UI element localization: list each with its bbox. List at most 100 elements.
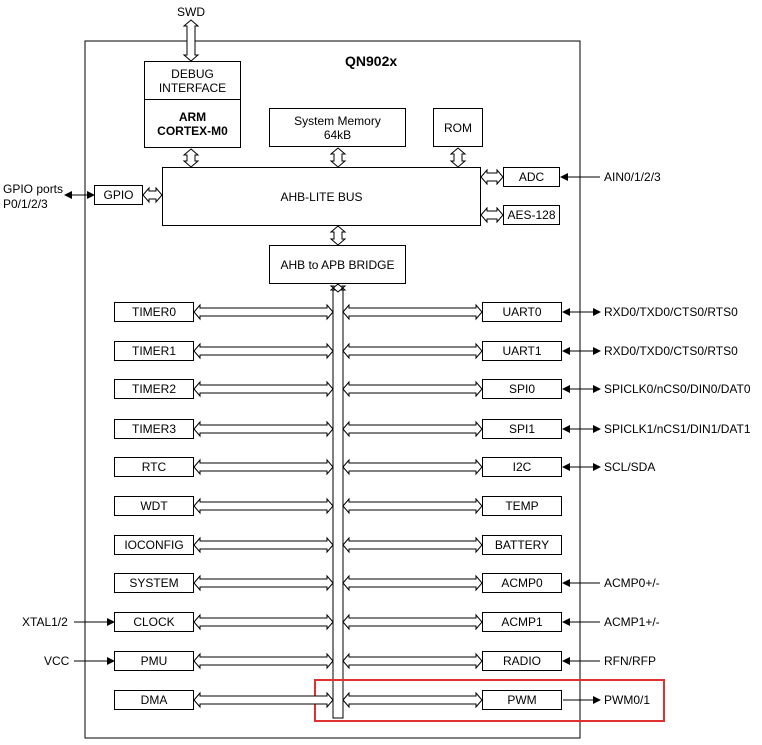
spi0-pins-label: SPICLK0/nCS0/DIN0/DAT0 (604, 382, 751, 396)
acmp1-apb-arrow (342, 613, 483, 631)
pmu-box: PMU (114, 651, 194, 671)
spi0-apb-arrow (342, 380, 483, 398)
vcc-label: VCC (44, 654, 70, 668)
battery-label: BATTERY (494, 538, 550, 552)
pwm-label: PWM (507, 693, 537, 707)
bus-bridge-arrow (329, 225, 347, 246)
radio-pins-label: RFN/RFP (604, 654, 656, 668)
temp-label: TEMP (505, 499, 539, 513)
battery-apb-arrow (342, 536, 483, 554)
bridge-apb-arrow (329, 283, 347, 293)
timer1-box: TIMER1 (114, 341, 194, 361)
debug-interface-box: DEBUG INTERFACE (144, 61, 241, 100)
system-memory-label-line2: 64kB (323, 127, 352, 142)
dma-apb-arrow (193, 691, 334, 709)
aes-box: AES-128 (503, 205, 560, 225)
acmp1-box: ACMP1 (482, 612, 562, 632)
timer0-box: TIMER0 (114, 302, 194, 322)
apb-bus-line (332, 289, 344, 719)
battery-box: BATTERY (482, 535, 562, 555)
gpio-ports-label-line1: GPIO ports (3, 182, 64, 196)
xtal-label: XTAL1/2 (22, 615, 68, 629)
ioconfig-box: IOCONFIG (114, 535, 194, 555)
i2c-apb-arrow (342, 458, 483, 476)
system-label: SYSTEM (129, 576, 179, 590)
spi0-label: SPI0 (508, 382, 535, 396)
adc-box: ADC (503, 167, 560, 187)
rom-box: ROM (433, 108, 483, 147)
ain-label: AIN0/1/2/3 (604, 170, 661, 184)
pwm-apb-arrow (342, 691, 483, 709)
pwm-pins-label: PWM0/1 (604, 693, 651, 707)
timer2-label: TIMER2 (131, 382, 176, 396)
cpu-label-line2: CORTEX-M0 (157, 123, 228, 138)
chip-title: QN902x (345, 53, 398, 69)
radio-box: RADIO (482, 651, 562, 671)
spi1-pins-label: SPICLK1/nCS1/DIN1/DAT1 (604, 422, 751, 436)
acmp1-pins-label: ACMP1+/- (604, 615, 660, 629)
i2c-label: I2C (512, 460, 532, 474)
memory-bus-arrow (329, 147, 347, 168)
gpio-ports-label-line2: P0/1/2/3 (3, 197, 48, 211)
debug-interface-label: DEBUG INTERFACE (158, 66, 227, 95)
rtc-label: RTC (141, 460, 167, 474)
acmp1-label: ACMP1 (501, 615, 543, 629)
system-apb-arrow (193, 574, 334, 592)
timer3-box: TIMER3 (114, 419, 194, 439)
ahb-bus-box: AHB-LITE BUS (162, 167, 481, 226)
acmp0-label: ACMP0 (501, 576, 543, 590)
i2c-pins-label: SCL/SDA (604, 460, 656, 474)
cpu-box: ARM CORTEX-M0 (144, 99, 241, 148)
radio-label: RADIO (502, 654, 541, 668)
adc-label: ADC (518, 170, 545, 184)
uart1-label: UART1 (502, 344, 542, 358)
timer2-box: TIMER2 (114, 379, 194, 399)
clock-box: CLOCK (114, 612, 194, 632)
system-memory-label-line1: System Memory (294, 113, 381, 128)
spi1-label: SPI1 (508, 422, 535, 436)
apb-bridge-label: AHB to APB BRIDGE (280, 257, 395, 272)
apb-bridge-box: AHB to APB BRIDGE (269, 245, 406, 284)
timer0-apb-arrow (193, 303, 334, 321)
gpio-box: GPIO (94, 185, 143, 205)
timer0-label: TIMER0 (131, 305, 176, 319)
timer1-label: TIMER1 (131, 344, 176, 358)
ioconfig-label: IOCONFIG (124, 538, 184, 552)
rom-bus-arrow (449, 147, 467, 168)
acmp0-box: ACMP0 (482, 573, 562, 593)
timer1-apb-arrow (193, 342, 334, 360)
pmu-apb-arrow (193, 652, 334, 670)
rom-label: ROM (444, 120, 472, 135)
temp-apb-arrow (342, 497, 483, 515)
cpu-label-line1: ARM (178, 109, 207, 124)
rtc-box: RTC (114, 457, 194, 477)
dma-box: DMA (114, 690, 194, 710)
system-memory-box: System Memory 64kB (269, 108, 406, 147)
rtc-apb-arrow (193, 458, 334, 476)
aes-label: AES-128 (507, 208, 556, 222)
acmp0-apb-arrow (342, 574, 483, 592)
gpio-label: GPIO (103, 188, 134, 202)
ahb-bus-label: AHB-LITE BUS (280, 189, 363, 204)
spi1-apb-arrow (342, 420, 483, 438)
aes-bus-arrow (480, 206, 504, 224)
uart0-box: UART0 (482, 302, 562, 322)
timer3-label: TIMER3 (131, 422, 176, 436)
timer3-apb-arrow (193, 420, 334, 438)
uart0-apb-arrow (342, 303, 483, 321)
wdt-apb-arrow (193, 497, 334, 515)
cpu-bus-arrow (182, 148, 200, 168)
pmu-label: PMU (140, 654, 168, 668)
wdt-label: WDT (140, 499, 168, 513)
pwm-box: PWM (482, 690, 562, 710)
uart1-pins-label: RXD0/TXD0/CTS0/RTS0 (604, 344, 738, 358)
gpio-bus-arrow (142, 186, 163, 204)
wdt-box: WDT (114, 496, 194, 516)
timer2-apb-arrow (193, 380, 334, 398)
system-box: SYSTEM (114, 573, 194, 593)
radio-apb-arrow (342, 652, 483, 670)
uart1-apb-arrow (342, 342, 483, 360)
clock-apb-arrow (193, 613, 334, 631)
swd-label: SWD (177, 5, 205, 19)
spi1-box: SPI1 (482, 419, 562, 439)
